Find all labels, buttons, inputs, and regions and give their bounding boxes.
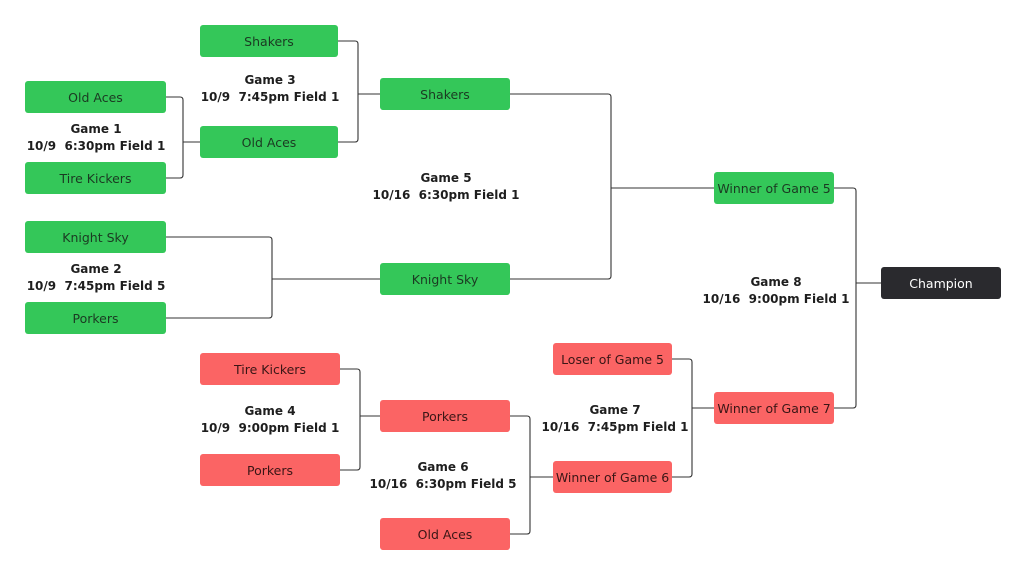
game4-team-bottom[interactable]: Porkers xyxy=(200,454,340,486)
game1-label: Game 1 10/9 6:30pm Field 1 xyxy=(20,121,172,155)
game3-label: Game 3 10/9 7:45pm Field 1 xyxy=(195,72,345,106)
connector-game5 xyxy=(510,93,714,280)
game2-schedule: 10/9 7:45pm Field 5 xyxy=(26,279,166,293)
connector-game2 xyxy=(166,236,380,319)
game8-team-bottom[interactable]: Winner of Game 7 xyxy=(714,392,834,424)
game8-team-top[interactable]: Winner of Game 5 xyxy=(714,172,834,204)
connector-game8 xyxy=(834,187,881,409)
game6-team-bottom[interactable]: Old Aces xyxy=(380,518,510,550)
game6-schedule: 10/16 6:30pm Field 5 xyxy=(369,477,517,491)
game7-schedule: 10/16 7:45pm Field 1 xyxy=(541,420,689,434)
game4-schedule: 10/9 9:00pm Field 1 xyxy=(200,421,340,435)
game5-label: Game 5 10/16 6:30pm Field 1 xyxy=(370,170,522,204)
game8-label: Game 8 10/16 9:00pm Field 1 xyxy=(700,274,852,308)
game6-title: Game 6 xyxy=(417,460,469,474)
game5-team-bottom[interactable]: Knight Sky xyxy=(380,263,510,295)
game4-title: Game 4 xyxy=(244,404,296,418)
game4-label: Game 4 10/9 9:00pm Field 1 xyxy=(195,403,345,437)
game3-schedule: 10/9 7:45pm Field 1 xyxy=(200,90,340,104)
game5-schedule: 10/16 6:30pm Field 1 xyxy=(372,188,520,202)
game2-team-top[interactable]: Knight Sky xyxy=(25,221,166,253)
game8-schedule: 10/16 9:00pm Field 1 xyxy=(702,292,850,306)
game2-title: Game 2 xyxy=(70,262,122,276)
game2-team-bottom[interactable]: Porkers xyxy=(25,302,166,334)
game3-team-bottom[interactable]: Old Aces xyxy=(200,126,338,158)
connector-game3 xyxy=(338,40,380,143)
game3-team-top[interactable]: Shakers xyxy=(200,25,338,57)
game7-title: Game 7 xyxy=(589,403,641,417)
game8-title: Game 8 xyxy=(750,275,802,289)
game3-title: Game 3 xyxy=(244,73,296,87)
connector-game7 xyxy=(672,358,714,478)
game1-schedule: 10/9 6:30pm Field 1 xyxy=(26,139,166,153)
game6-label: Game 6 10/16 6:30pm Field 5 xyxy=(367,459,519,493)
game1-team-top[interactable]: Old Aces xyxy=(25,81,166,113)
connector-game6 xyxy=(510,415,553,535)
connector-game4 xyxy=(340,368,380,471)
game1-team-bottom[interactable]: Tire Kickers xyxy=(25,162,166,194)
game7-team-bottom[interactable]: Winner of Game 6 xyxy=(553,461,672,493)
game7-label: Game 7 10/16 7:45pm Field 1 xyxy=(539,402,691,436)
connector-game1 xyxy=(166,96,200,179)
game5-team-top[interactable]: Shakers xyxy=(380,78,510,110)
champion-box[interactable]: Champion xyxy=(881,267,1001,299)
game2-label: Game 2 10/9 7:45pm Field 5 xyxy=(20,261,172,295)
game7-team-top[interactable]: Loser of Game 5 xyxy=(553,343,672,375)
game6-team-top[interactable]: Porkers xyxy=(380,400,510,432)
game1-title: Game 1 xyxy=(70,122,122,136)
game5-title: Game 5 xyxy=(420,171,472,185)
game4-team-top[interactable]: Tire Kickers xyxy=(200,353,340,385)
